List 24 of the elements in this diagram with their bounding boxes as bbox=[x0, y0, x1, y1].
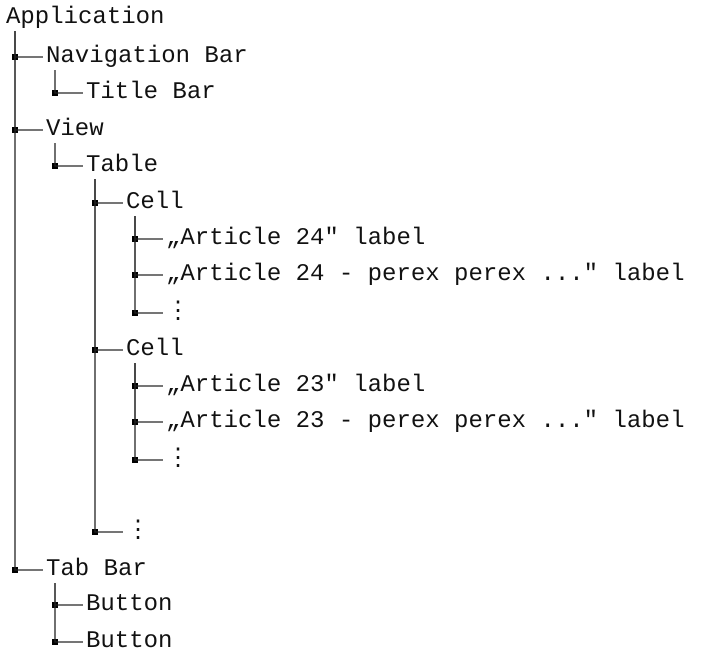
tree-item-label: ⋮ bbox=[166, 446, 190, 474]
tree-item-label: ⋮ bbox=[166, 299, 190, 327]
tree-item-label: „Article 23" label bbox=[166, 372, 426, 400]
tree-item-label: Cell bbox=[126, 336, 184, 364]
tree-connector bbox=[134, 363, 163, 461]
tree-connector bbox=[134, 216, 163, 314]
tree-item-label: „Article 24" label bbox=[166, 225, 426, 253]
tree-item-label: „Article 23 - perex perex ..." label bbox=[166, 408, 684, 436]
tree-connector bbox=[54, 583, 83, 643]
tree-item-label: Button bbox=[86, 591, 172, 619]
tree-connector bbox=[54, 143, 83, 167]
tree-item-label: Cell bbox=[126, 189, 184, 217]
tree-connector bbox=[94, 179, 123, 533]
tree-item-label: „Article 24 - perex perex ..." label bbox=[166, 261, 684, 289]
tree-connector bbox=[54, 70, 83, 94]
tree-item-label: Navigation Bar bbox=[46, 43, 248, 71]
tree-item-label: Application bbox=[6, 4, 164, 32]
tree-item-label: Title Bar bbox=[86, 79, 216, 107]
tree-item-label: Table bbox=[86, 152, 158, 180]
tree-item-label: Button bbox=[86, 628, 172, 656]
tree-item-label: View bbox=[46, 116, 104, 144]
tree-connector bbox=[14, 31, 43, 571]
tree-item-label: Tab Bar bbox=[46, 556, 147, 584]
tree-item-label: ⋮ bbox=[126, 518, 150, 546]
